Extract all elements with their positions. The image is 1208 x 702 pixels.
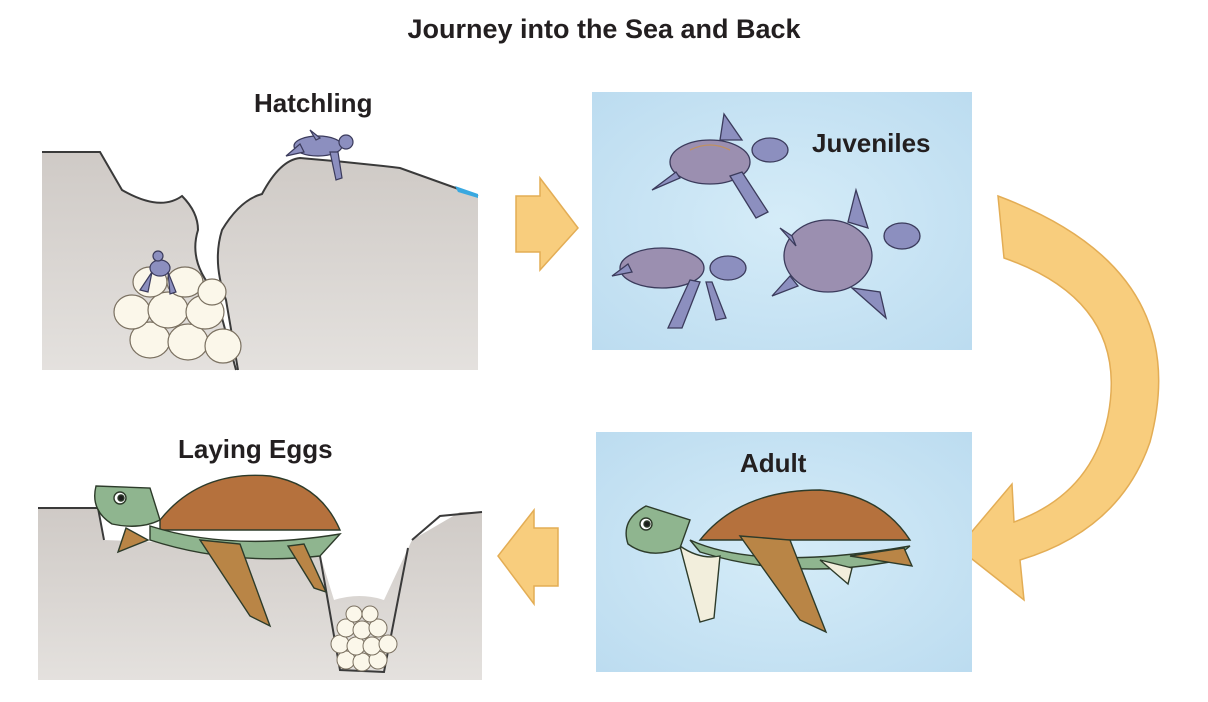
stage-label-adult: Adult <box>740 448 806 479</box>
arrow-right-icon <box>516 178 578 270</box>
laying-eggs-scene <box>38 475 482 680</box>
stage-label-juveniles: Juveniles <box>812 128 931 159</box>
stage-label-laying-eggs: Laying Eggs <box>178 434 333 465</box>
curved-arrow-icon <box>958 196 1159 600</box>
sand-ground <box>38 508 482 680</box>
hatchling-scene <box>42 130 478 370</box>
stage-label-hatchling: Hatchling <box>254 88 372 119</box>
arrow-left-icon <box>498 510 558 604</box>
sand-ground <box>218 158 478 370</box>
